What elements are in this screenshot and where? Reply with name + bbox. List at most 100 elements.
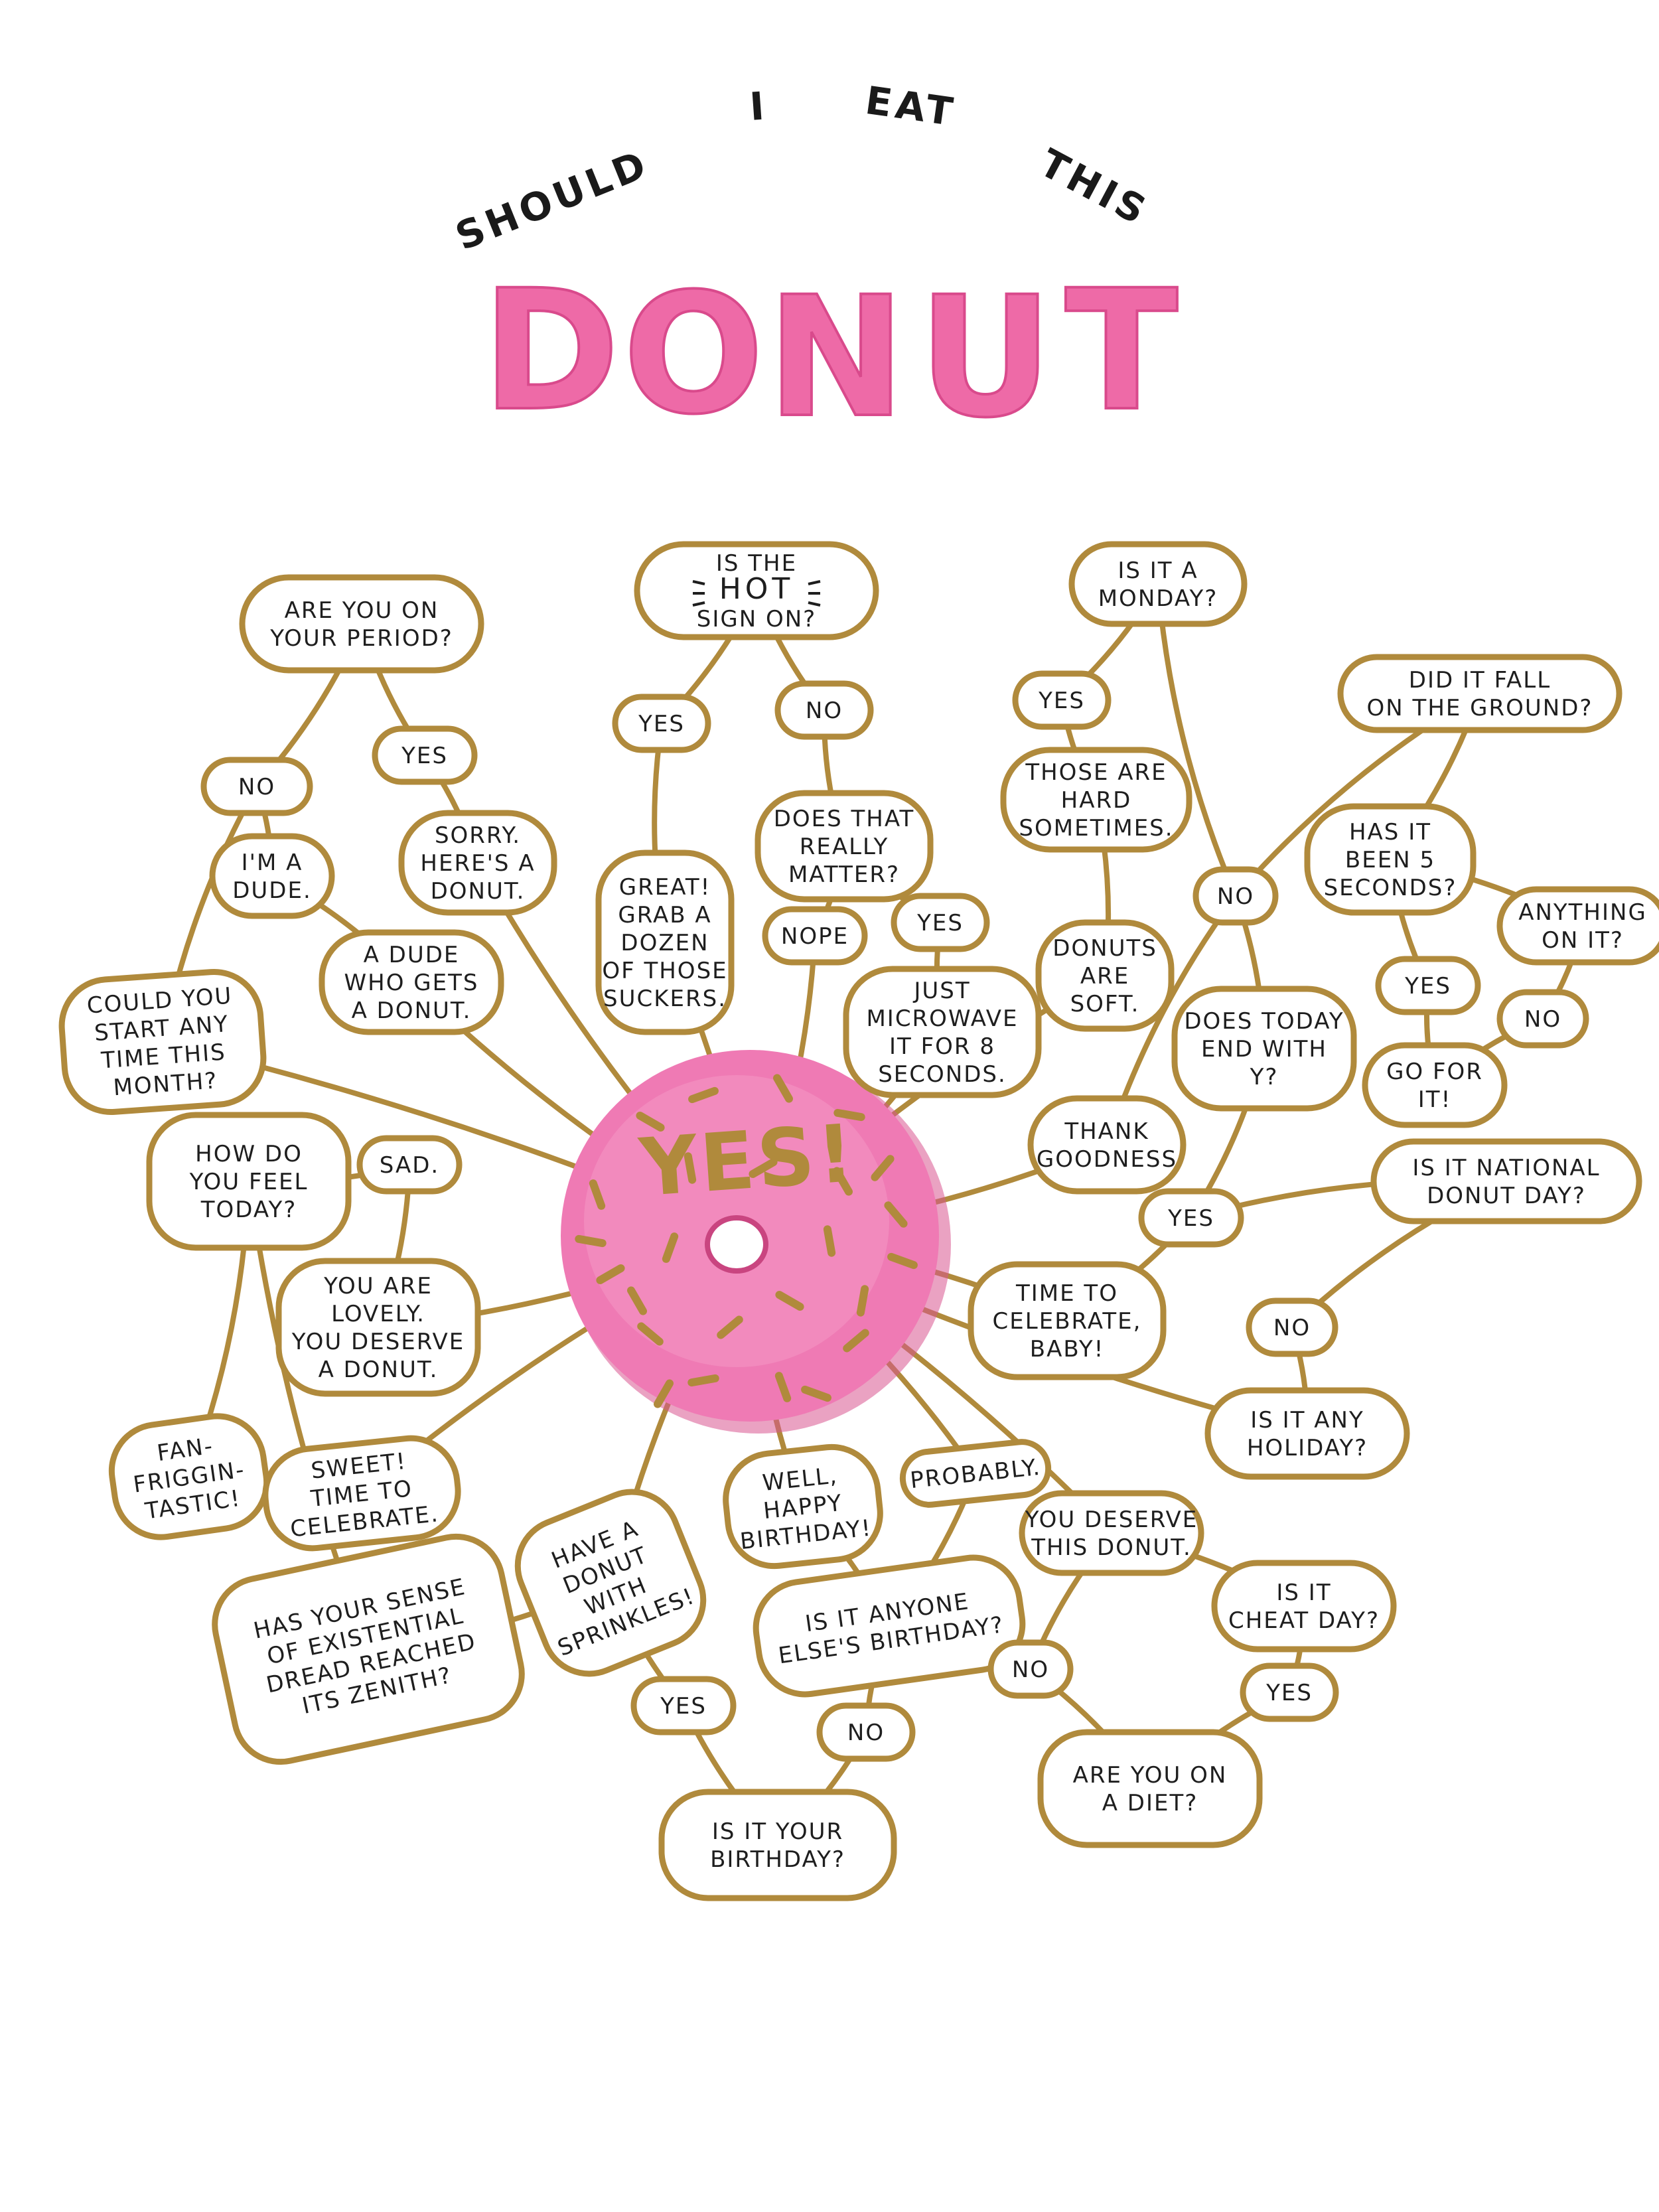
node-anyone-bubble <box>753 1554 1026 1698</box>
node-sorry-line-3: DONUT. <box>431 878 526 905</box>
title-letter-u: U <box>918 261 1052 454</box>
node-probably-bubble <box>899 1439 1052 1508</box>
node-yes-hot-line-1: YES <box>638 711 685 737</box>
node-yes-matter-bubble <box>891 893 990 952</box>
node-feel-line-3: TODAY? <box>200 1197 297 1223</box>
node-yes-bday-bubble <box>630 1676 737 1735</box>
node-yes-five: YES <box>1375 956 1481 1015</box>
node-five-bubble <box>1304 803 1477 916</box>
node-feel-bubble <box>146 1112 352 1251</box>
title-word-eat: EAT <box>863 78 960 135</box>
sprinkle-21 <box>684 1152 697 1184</box>
sprinkle-5 <box>871 1155 895 1181</box>
sprinkle-10 <box>774 1372 792 1402</box>
node-no-period-line-1: NO <box>238 774 275 800</box>
node-great-line-4: OF THOSE <box>602 958 727 984</box>
node-hard-line-1: THOSE ARE <box>1025 759 1167 786</box>
node-sorry-line-1: SORRY. <box>435 822 521 849</box>
node-no-monday: NO <box>1192 866 1279 926</box>
node-no-hot: NO <box>774 680 874 740</box>
node-holiday-line-2: HOLIDAY? <box>1247 1435 1368 1461</box>
node-sad-bubble <box>356 1135 463 1195</box>
node-matter-bubble <box>755 790 934 903</box>
node-hard-line-2: HARD <box>1061 787 1132 814</box>
donut-hole <box>705 1215 768 1274</box>
node-celebrate-baby-line-1: TIME TO <box>1015 1280 1118 1307</box>
node-great-line-2: GRAB A <box>618 902 711 928</box>
node-period-bubble <box>239 574 484 674</box>
node-yes-period-line-1: YES <box>401 743 448 769</box>
node-yes-endy-line-1: YES <box>1167 1205 1214 1232</box>
node-no-period: NO <box>200 757 313 816</box>
node-no-anything: NO <box>1496 989 1589 1049</box>
node-anything-line-1: ANYTHING <box>1518 899 1647 926</box>
node-dudegets-bubble <box>319 929 504 1035</box>
node-yes-cheat-bubble <box>1240 1662 1339 1722</box>
sprinkle-8 <box>637 1322 664 1346</box>
node-sad: SAD. <box>356 1135 463 1195</box>
node-lovely-bubble <box>275 1258 481 1397</box>
hot-glow-mark-2-3 <box>808 601 821 607</box>
node-yes-hot: YES <box>612 694 711 753</box>
node-deserve-bubble <box>1019 1490 1204 1576</box>
node-holiday-bubble <box>1204 1387 1410 1480</box>
node-birthday-line-1: IS IT YOUR <box>712 1818 843 1845</box>
title-letter-o: O <box>623 258 764 451</box>
node-anything-bubble <box>1496 886 1659 966</box>
node-no-hot-line-1: NO <box>806 698 843 724</box>
node-no-diet-line-1: NO <box>1012 1657 1049 1683</box>
node-monday-bubble <box>1068 541 1248 627</box>
edge-monday-to-no-monday <box>1155 581 1238 899</box>
node-no-anyone-bubble <box>816 1702 916 1762</box>
title-word-should: SHOULD <box>449 141 656 259</box>
node-yes-five-line-1: YES <box>1404 973 1451 999</box>
node-probably: PROBABLY. <box>899 1439 1052 1508</box>
sprinkle-18 <box>717 1315 743 1339</box>
node-yes-five-bubble <box>1375 956 1481 1015</box>
sprinkle-6 <box>589 1179 606 1210</box>
title-letter-d: D <box>482 254 620 447</box>
node-soft-line-1: DONUTS <box>1052 935 1157 962</box>
node-matter-line-2: REALLY <box>800 834 889 860</box>
node-great-line-5: SUCKERS. <box>603 986 727 1012</box>
node-lovely-line-4: A DONUT. <box>319 1357 439 1383</box>
node-hot-line-1: IS THE <box>716 550 797 577</box>
node-no-national-bubble <box>1246 1297 1338 1357</box>
node-sorry-line-2: HERE'S A <box>420 850 535 877</box>
sprinkle-16 <box>856 1285 869 1317</box>
sprinkle-12 <box>887 1252 918 1270</box>
node-sprinkles-bubble <box>514 1489 707 1677</box>
node-hot-line-2: HOT <box>719 572 794 606</box>
node-cheat-line-2: CHEAT DAY? <box>1228 1607 1380 1634</box>
node-diet-bubble <box>1037 1729 1263 1848</box>
node-dude-line-1: I'M A <box>242 849 303 876</box>
node-anything-line-2: ON IT? <box>1542 927 1624 954</box>
node-yes-matter-line-1: YES <box>916 910 964 936</box>
donut-sprinkles <box>575 1074 918 1408</box>
node-diet-line-2: A DIET? <box>1102 1790 1198 1816</box>
node-great-bubble <box>595 849 735 1035</box>
node-start-bubble <box>58 968 267 1116</box>
node-holiday-line-1: IS IT ANY <box>1250 1407 1364 1434</box>
sprinkle-9 <box>687 1374 719 1387</box>
node-no-anyone: NO <box>816 1702 916 1762</box>
node-national-bubble <box>1370 1138 1642 1224</box>
node-celebrate-baby-line-3: BABY! <box>1030 1336 1104 1363</box>
node-dudegets-line-1: A DUDE <box>364 942 460 968</box>
node-monday-line-1: IS IT A <box>1118 557 1198 584</box>
node-lovely-line-2: LOVELY. <box>331 1301 425 1327</box>
node-no-anything-bubble <box>1496 989 1589 1049</box>
node-feel-line-1: HOW DO <box>195 1141 303 1167</box>
